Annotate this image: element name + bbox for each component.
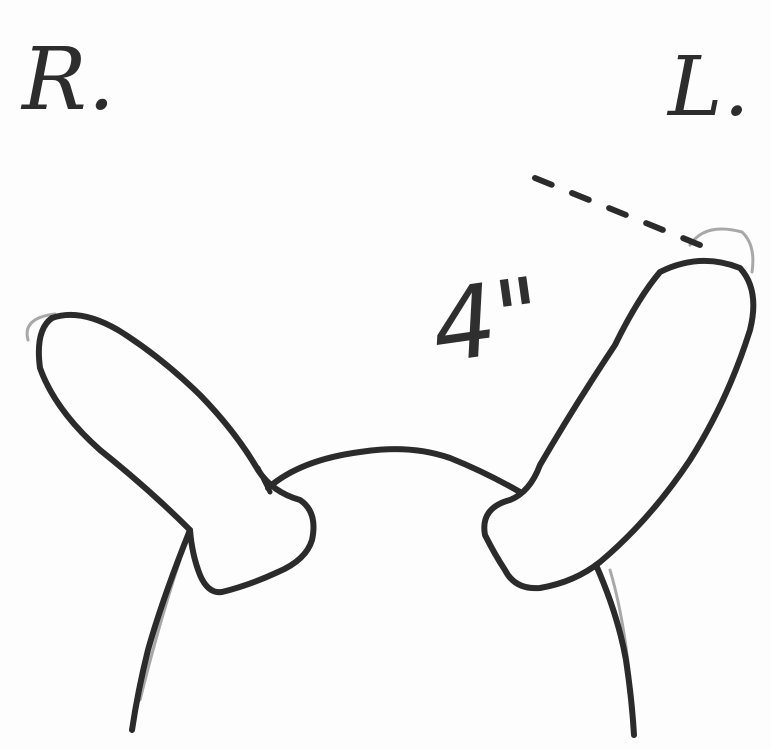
- left-side-label: L.: [668, 40, 751, 135]
- shoulder-line: [268, 449, 520, 492]
- right-arm-outline: [39, 315, 314, 592]
- pencil-shadow-strokes: [27, 229, 753, 700]
- right-side-label: R.: [22, 30, 116, 130]
- reference-dashed-line: [535, 178, 700, 245]
- measurement-label: 4": [424, 255, 549, 386]
